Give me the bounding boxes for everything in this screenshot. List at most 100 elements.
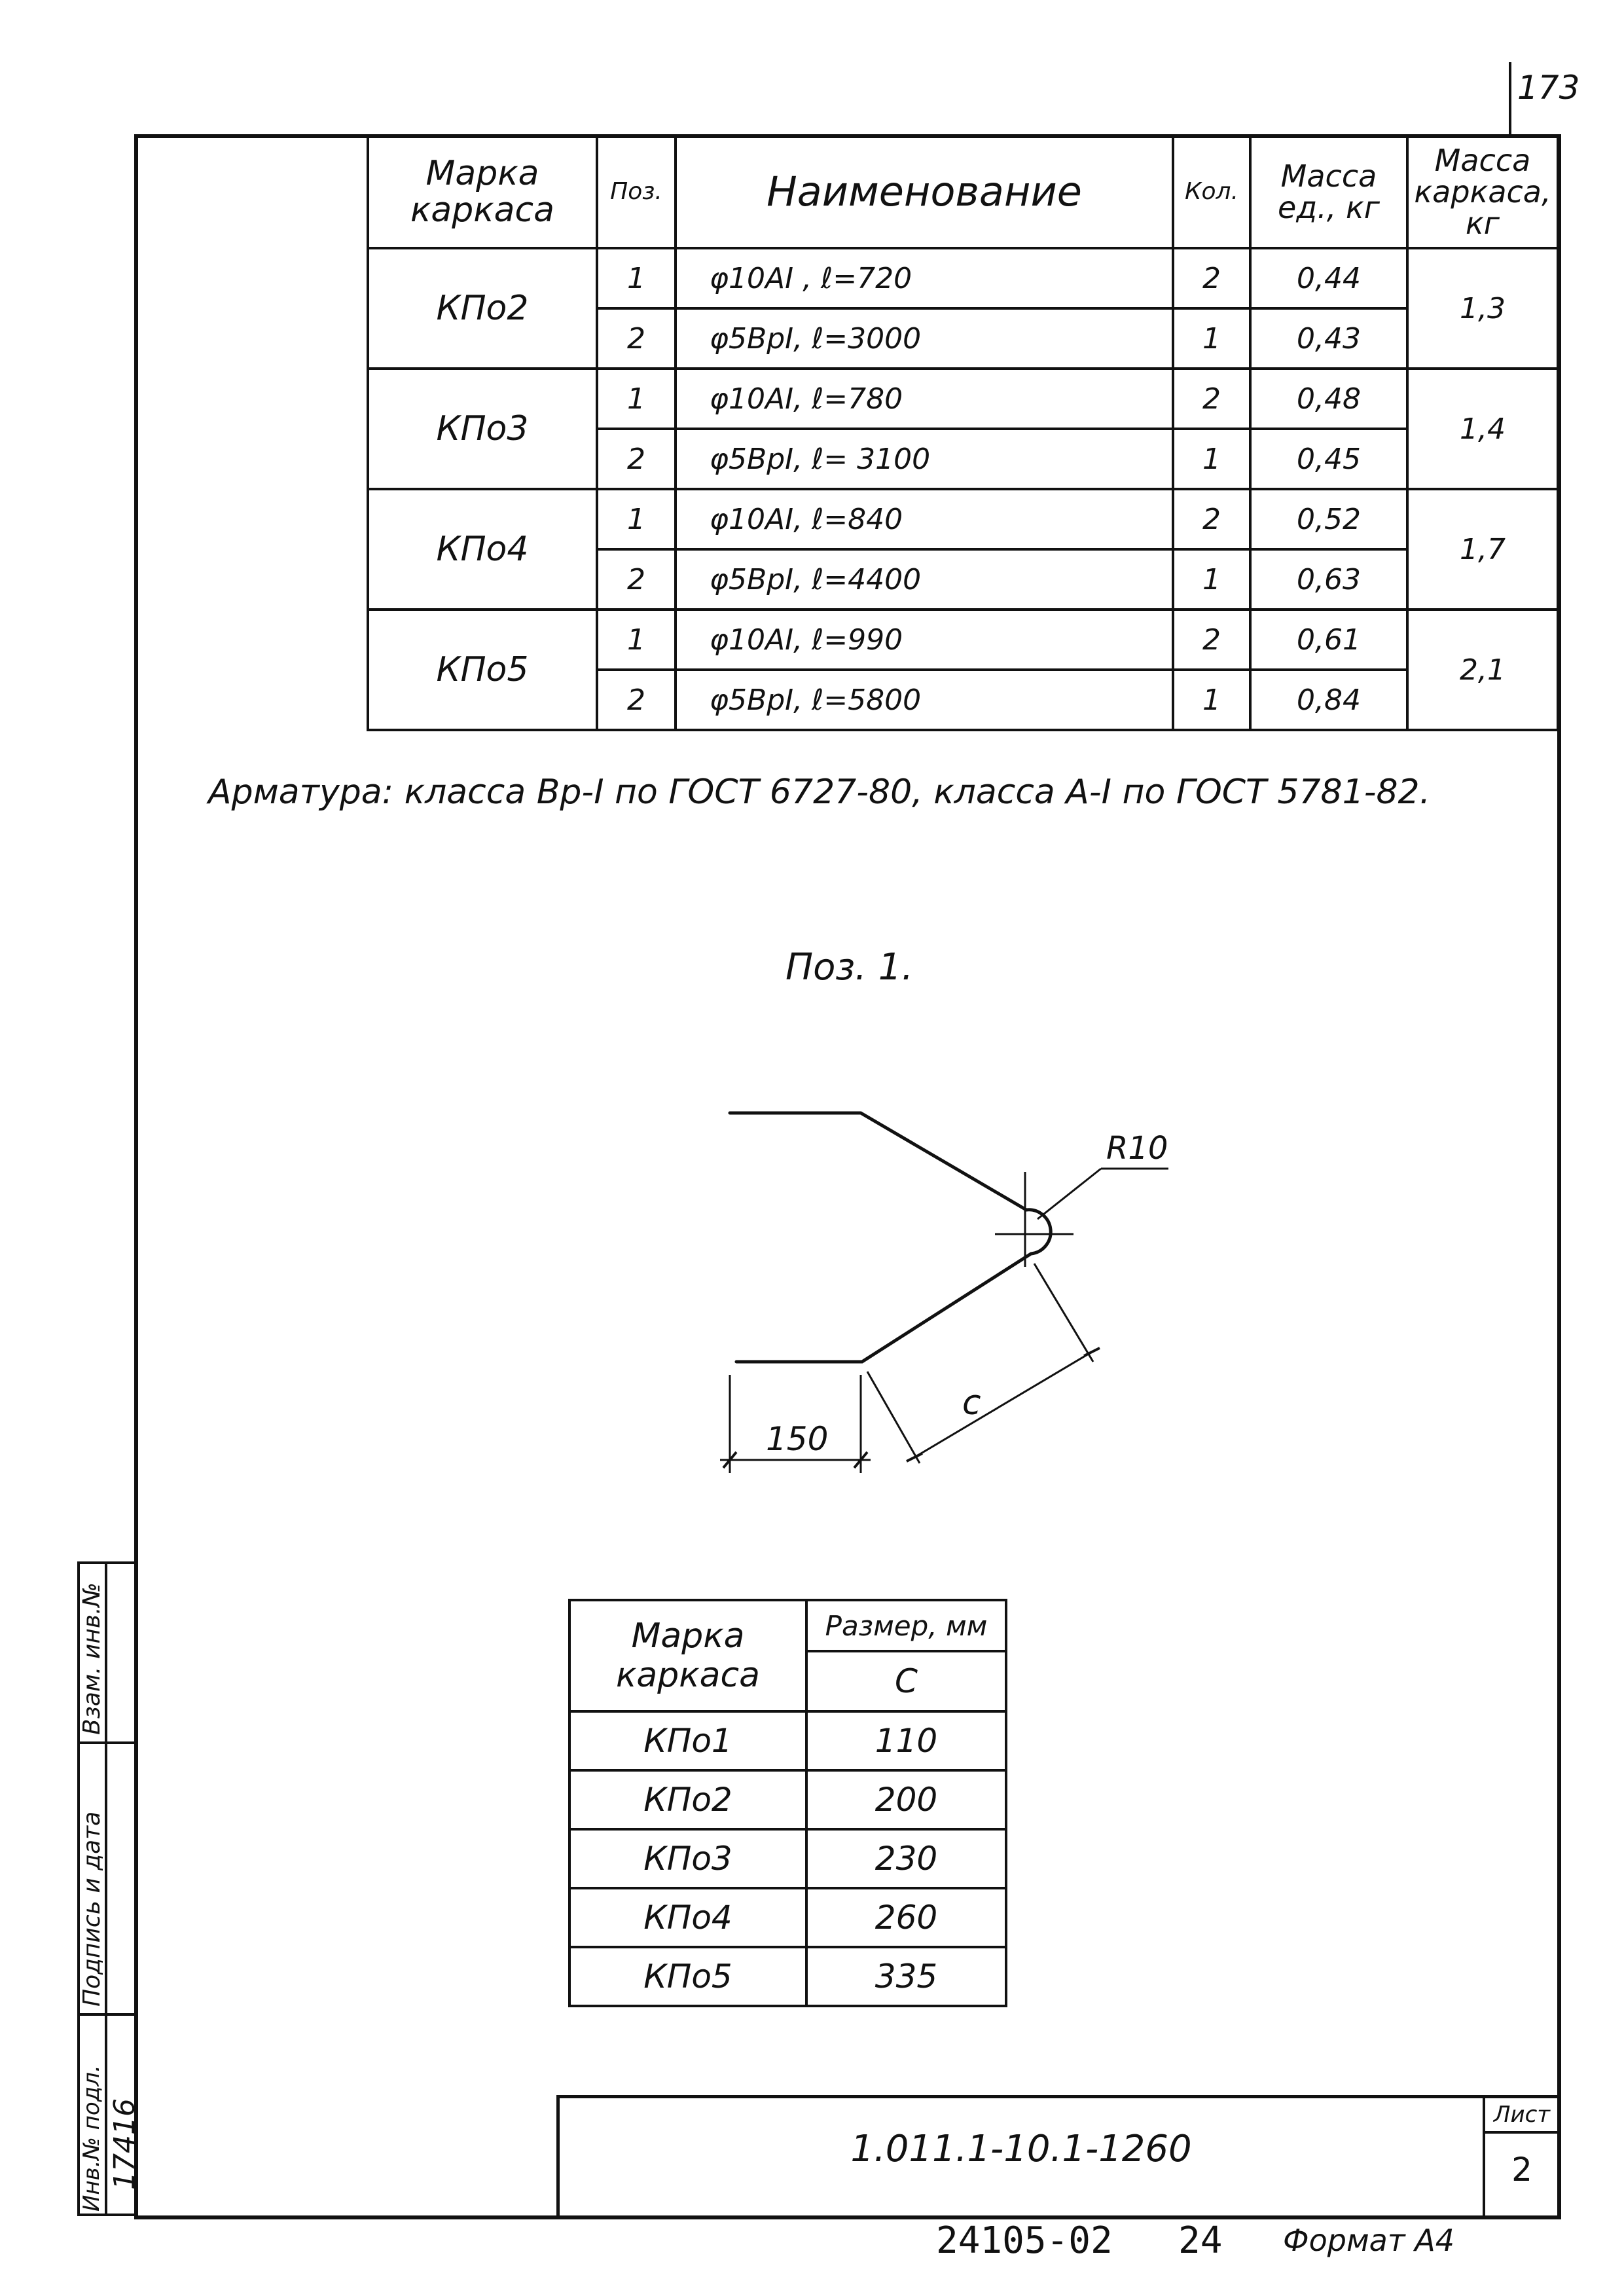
table-row: КПо1 110 <box>568 1710 1007 1772</box>
c-cell: 200 <box>805 1769 1007 1831</box>
side-stamp-divider <box>77 2013 136 2016</box>
qty-cell: 1 <box>1172 548 1252 611</box>
radius-label: R10 <box>1106 1130 1168 1167</box>
sheet-label: Лист <box>1493 2102 1551 2128</box>
header-mark: Марка каркаса <box>568 1599 808 1713</box>
table-row: КПо3 230 <box>568 1828 1007 1889</box>
qty-cell: 2 <box>1172 488 1252 551</box>
frame-mass-cell: 1,3 <box>1406 247 1559 370</box>
dim-c-tick-1 <box>906 1452 923 1463</box>
mass-cell: 0,45 <box>1249 428 1409 490</box>
header-qty: Кол. <box>1172 134 1252 249</box>
qty-cell: 1 <box>1172 428 1252 490</box>
name-cell: φ5BpI, ℓ=3000 <box>674 307 1174 370</box>
frame-mark: КПо2 <box>367 247 598 370</box>
name-cell: φ10AI, ℓ=990 <box>674 608 1174 671</box>
table-row: КПо4 260 <box>568 1887 1007 1948</box>
side-label-sign-date: Подпись и дата <box>79 1811 105 2007</box>
frame-mark: КПо3 <box>367 367 598 490</box>
name-cell: φ5BpI, ℓ= 3100 <box>674 428 1174 490</box>
c-cell: 230 <box>805 1828 1007 1889</box>
table-row: КПо5 1 φ10AI, ℓ=990 2 0,61 2,1 <box>367 608 1559 731</box>
mass-cell: 0,48 <box>1249 367 1409 430</box>
header-size: Размер, мм <box>805 1599 1007 1652</box>
name-cell: φ10AI , ℓ=720 <box>674 247 1174 310</box>
side-stamp-divider <box>77 1741 136 1744</box>
copy-number: 24 <box>1178 2219 1223 2262</box>
mass-cell: 0,52 <box>1249 488 1409 551</box>
mark-cell: КПо2 <box>568 1769 808 1831</box>
drawing-title: Поз. 1. <box>785 946 914 989</box>
page-number: 173 <box>1517 69 1580 107</box>
sheet-format: Формат А4 <box>1283 2223 1454 2258</box>
name-cell: φ5BpI, ℓ=4400 <box>674 548 1174 611</box>
mark-cell: КПо1 <box>568 1710 808 1772</box>
mass-cell: 0,61 <box>1249 608 1409 671</box>
table-row: КПо2 1 φ10AI , ℓ=720 2 0,44 1,3 <box>367 247 1559 370</box>
table-row: 2 φ5BpI, ℓ= 3100 1 0,45 <box>368 428 1558 490</box>
qty-cell: 2 <box>1172 367 1252 430</box>
mark-cell: КПо4 <box>568 1887 808 1948</box>
name-cell: φ10AI, ℓ=840 <box>674 488 1174 551</box>
table-row: КПо3 1 φ10AI, ℓ=780 2 0,48 1,4 <box>367 367 1559 490</box>
header-name: Наименование <box>674 134 1174 249</box>
page-number-tick <box>1509 62 1511 134</box>
qty-cell: 2 <box>1172 247 1252 310</box>
dim-c-ext-1 <box>866 1371 921 1464</box>
pos-cell: 2 <box>596 668 677 731</box>
c-label: с <box>962 1383 981 1423</box>
qty-cell: 2 <box>1172 608 1252 671</box>
specification-table: Марка каркаса Поз. Наименование Кол. Мас… <box>367 134 1559 731</box>
mass-cell: 0,63 <box>1249 548 1409 611</box>
frame-right <box>1557 134 1561 2219</box>
table-row: КПо2 200 <box>568 1769 1007 1831</box>
pos-cell: 2 <box>596 548 677 611</box>
frame-bottom <box>134 2215 1561 2219</box>
bar-shape <box>728 1111 1053 1364</box>
length-label: 150 <box>766 1420 828 1458</box>
pos-cell: 1 <box>596 247 677 310</box>
c-cell: 110 <box>805 1710 1007 1772</box>
frame-mark: КПо4 <box>367 488 598 611</box>
frame-mass-cell: 2,1 <box>1406 608 1559 731</box>
dim-c-line <box>914 1351 1092 1459</box>
title-block-sheet-divider <box>1483 2131 1557 2134</box>
title-block <box>556 2095 1557 2215</box>
qty-cell: 1 <box>1172 668 1252 731</box>
mass-cell: 0,84 <box>1249 668 1409 731</box>
dimension-table: Марка каркаса Размер, мм С КПо1 110 КПо2… <box>568 1599 1007 2007</box>
header-c: С <box>805 1650 1007 1713</box>
dim-c-ext-2 <box>1033 1263 1094 1362</box>
title-block-divider <box>1483 2095 1485 2215</box>
radius-leader <box>1037 1167 1102 1220</box>
mark-cell: КПо5 <box>568 1946 808 2007</box>
reinforcement-note: Арматура: класса Вр-I по ГОСТ 6727-80, к… <box>208 773 1431 812</box>
frame-mass-cell: 1,4 <box>1406 367 1559 490</box>
document-code: 1.011.1-10.1-1260 <box>850 2128 1192 2170</box>
sheet-number: 2 <box>1511 2151 1532 2189</box>
table-row: 2 φ5BpI, ℓ=4400 1 0,63 <box>368 548 1558 611</box>
c-cell: 260 <box>805 1887 1007 1948</box>
side-inv-value: 17416 <box>108 2098 141 2190</box>
frame-mass-cell: 1,7 <box>1406 488 1559 611</box>
qty-cell: 1 <box>1172 307 1252 370</box>
header-unit-mass: Масса ед., кг <box>1249 134 1409 249</box>
table-row: 2 φ5BpI, ℓ=5800 1 0,84 <box>368 668 1558 731</box>
pos-cell: 2 <box>596 307 677 370</box>
side-stamp-vline <box>105 1561 107 2216</box>
pos-cell: 1 <box>596 367 677 430</box>
order-number: 24105-02 <box>936 2219 1113 2262</box>
dim-150-tick-left <box>722 1451 738 1469</box>
frame-left <box>134 134 138 2219</box>
side-label-replace-inv: Взам. инв.№ <box>79 1582 105 1735</box>
pos-cell: 1 <box>596 488 677 551</box>
table-row: КПо4 1 φ10AI, ℓ=840 2 0,52 1,7 <box>367 488 1559 611</box>
pos-cell: 1 <box>596 608 677 671</box>
header-pos: Поз. <box>596 134 677 249</box>
header-frame-mass: Масса каркаса, кг <box>1406 134 1559 249</box>
dim-c-tick-2 <box>1083 1347 1100 1357</box>
mass-cell: 0,43 <box>1249 307 1409 370</box>
pos-cell: 2 <box>596 428 677 490</box>
name-cell: φ10AI, ℓ=780 <box>674 367 1174 430</box>
